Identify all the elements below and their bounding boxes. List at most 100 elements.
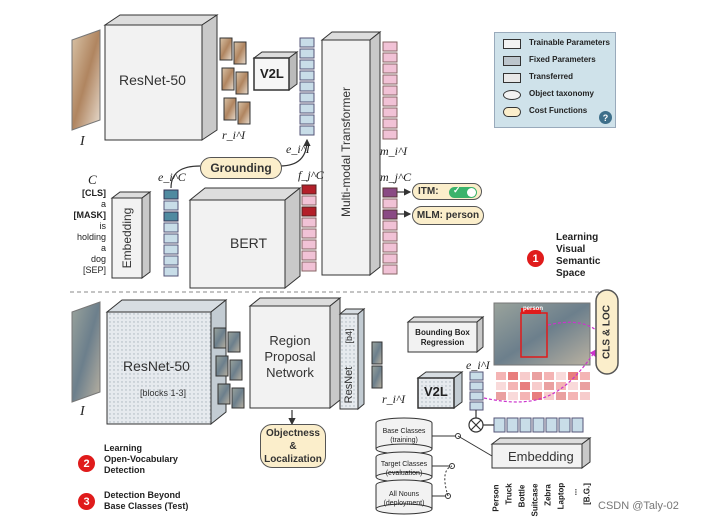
top-v2l-box: [252, 51, 299, 91]
bert-label: BERT: [230, 235, 268, 251]
vocab-word: Truck: [504, 483, 514, 505]
class-selector-lines: [432, 433, 493, 499]
bottom-e-i-I-label: e_i^I: [466, 358, 490, 372]
vocab-word: [B.G.]: [582, 483, 592, 505]
class-sub: (evaluation): [385, 470, 423, 477]
bottom-image-label: I: [80, 404, 85, 419]
caption-label: C: [88, 172, 97, 187]
legend-cost: Cost Functions: [529, 106, 588, 115]
step2-line: Learning: [104, 443, 143, 453]
class-name: Base Classes: [382, 428, 426, 435]
bbox-line: Regression: [420, 338, 465, 347]
vocab-word: Person: [491, 484, 501, 512]
step2-line: Open-Vocabulary: [104, 454, 178, 464]
m-i-I-label: m_i^I: [380, 144, 408, 158]
objectness-line: Objectness: [266, 427, 320, 439]
top-region-crops: [219, 37, 251, 125]
vocab-word: Laptop: [556, 482, 566, 510]
itm-toggle: ✓: [449, 185, 477, 198]
objectness-pill: Objectness & Localization: [260, 424, 326, 468]
legend-trainable-icon: [503, 39, 521, 49]
resnet-b4-label: ResNet: [343, 366, 355, 404]
e-i-I-label: e_i^I: [286, 142, 310, 156]
person-tag: person: [523, 306, 544, 312]
legend-fixed-icon: [503, 56, 521, 66]
grounding-link-right: [279, 138, 311, 167]
grounding-pill: Grounding: [200, 157, 282, 179]
caption-token: is: [99, 221, 107, 231]
mmt-text-output-column: [382, 187, 398, 275]
caption-tokens: [CLS] a [MASK] is holding a dog [SEP]: [66, 188, 107, 276]
top-embedding-label: Embedding: [120, 207, 134, 269]
check-icon: ✓: [453, 185, 461, 195]
legend-transferred: Transferred: [529, 72, 574, 81]
bottom-region-label: r_i^I: [382, 392, 406, 406]
e-i-C-label: e_i^C: [158, 170, 186, 184]
resnet-b4-box: [338, 307, 366, 411]
bottom-input-image: [71, 301, 101, 403]
caption-token: [CLS]: [82, 188, 106, 198]
caption-token: a: [100, 199, 106, 209]
class-embedding-row: [493, 417, 584, 433]
mmt-box: [320, 30, 382, 277]
bbox-regression-box: [406, 315, 485, 354]
caption-token: holding: [76, 232, 106, 242]
caption-token: a: [100, 243, 106, 253]
itm-label: ITM:: [418, 186, 439, 197]
legend: Trainable Parameters Fixed Parameters Tr…: [494, 32, 616, 128]
cls-path: [483, 349, 597, 403]
top-resnet-cube: [103, 14, 219, 141]
all-nouns-label: All Nouns (deployment): [376, 490, 432, 508]
caption-token: [MASK]: [73, 210, 107, 220]
top-image-label: I: [80, 134, 85, 149]
b4-label: [b4]: [344, 328, 354, 344]
bottom-resnet-cube: [105, 298, 228, 426]
legend-fixed: Fixed Parameters: [529, 55, 596, 64]
similarity-grid: [496, 372, 590, 400]
step3-line: Detection Beyond: [104, 490, 181, 500]
bbox-line: Bounding Box: [415, 328, 470, 337]
legend-transferred-icon: [503, 73, 521, 83]
class-cylinders: [375, 417, 433, 515]
class-name: All Nouns: [389, 491, 419, 498]
bottom-v2l-box: [416, 371, 464, 409]
class-sub: (training): [390, 437, 418, 444]
mmt-visual-output-column: [382, 41, 398, 140]
rpn-label: Region Proposal Network: [250, 333, 330, 381]
top-resnet-label: ResNet-50: [119, 72, 186, 88]
multiply-node: [468, 417, 484, 433]
toggle-knob: [467, 188, 476, 197]
m-j-C-label: m_j^C: [380, 170, 412, 184]
legend-trainable: Trainable Parameters: [529, 38, 610, 47]
help-icon[interactable]: ?: [599, 111, 612, 124]
bottom-blocks-label: [blocks 1-3]: [140, 388, 187, 398]
step3-badge: 3: [78, 493, 95, 510]
step3-text: Detection Beyond Base Classes (Test): [104, 490, 188, 512]
rpn-line: Region: [269, 333, 311, 348]
rpn-line: Proposal: [264, 349, 316, 364]
mmt-label: Multi-modal Transformer: [339, 86, 353, 218]
step1-line: Semantic: [556, 256, 601, 267]
caption-token: [SEP]: [82, 265, 106, 275]
step1-line: Space: [556, 268, 586, 279]
legend-taxonomy: Object taxonomy: [529, 89, 594, 98]
vocab-word: Bottle: [517, 484, 527, 508]
rpn-box: [248, 296, 342, 410]
top-visual-token-column: [299, 37, 315, 136]
grounding-link-left: [170, 165, 201, 189]
itm-pill: ITM: ✓: [412, 183, 482, 200]
step2-text: Learning Open-Vocabulary Detection: [104, 443, 178, 476]
f-j-C-label: f_j^C: [298, 168, 324, 182]
bbox-label: Bounding Box Regression: [408, 328, 477, 348]
vocab-word: Zebra: [543, 484, 553, 506]
target-classes-label: Target Classes (evaluation): [376, 460, 432, 478]
top-input-image: [71, 29, 101, 131]
bert-output-column: [301, 184, 317, 272]
step2-line: Detection: [104, 465, 146, 475]
class-name: Target Classes: [380, 461, 428, 468]
step1-line: Learning: [556, 232, 599, 243]
legend-taxonomy-icon: [503, 90, 521, 100]
vocab-word: Suitcase: [530, 483, 540, 517]
mlm-pill: MLM: person: [412, 206, 484, 225]
